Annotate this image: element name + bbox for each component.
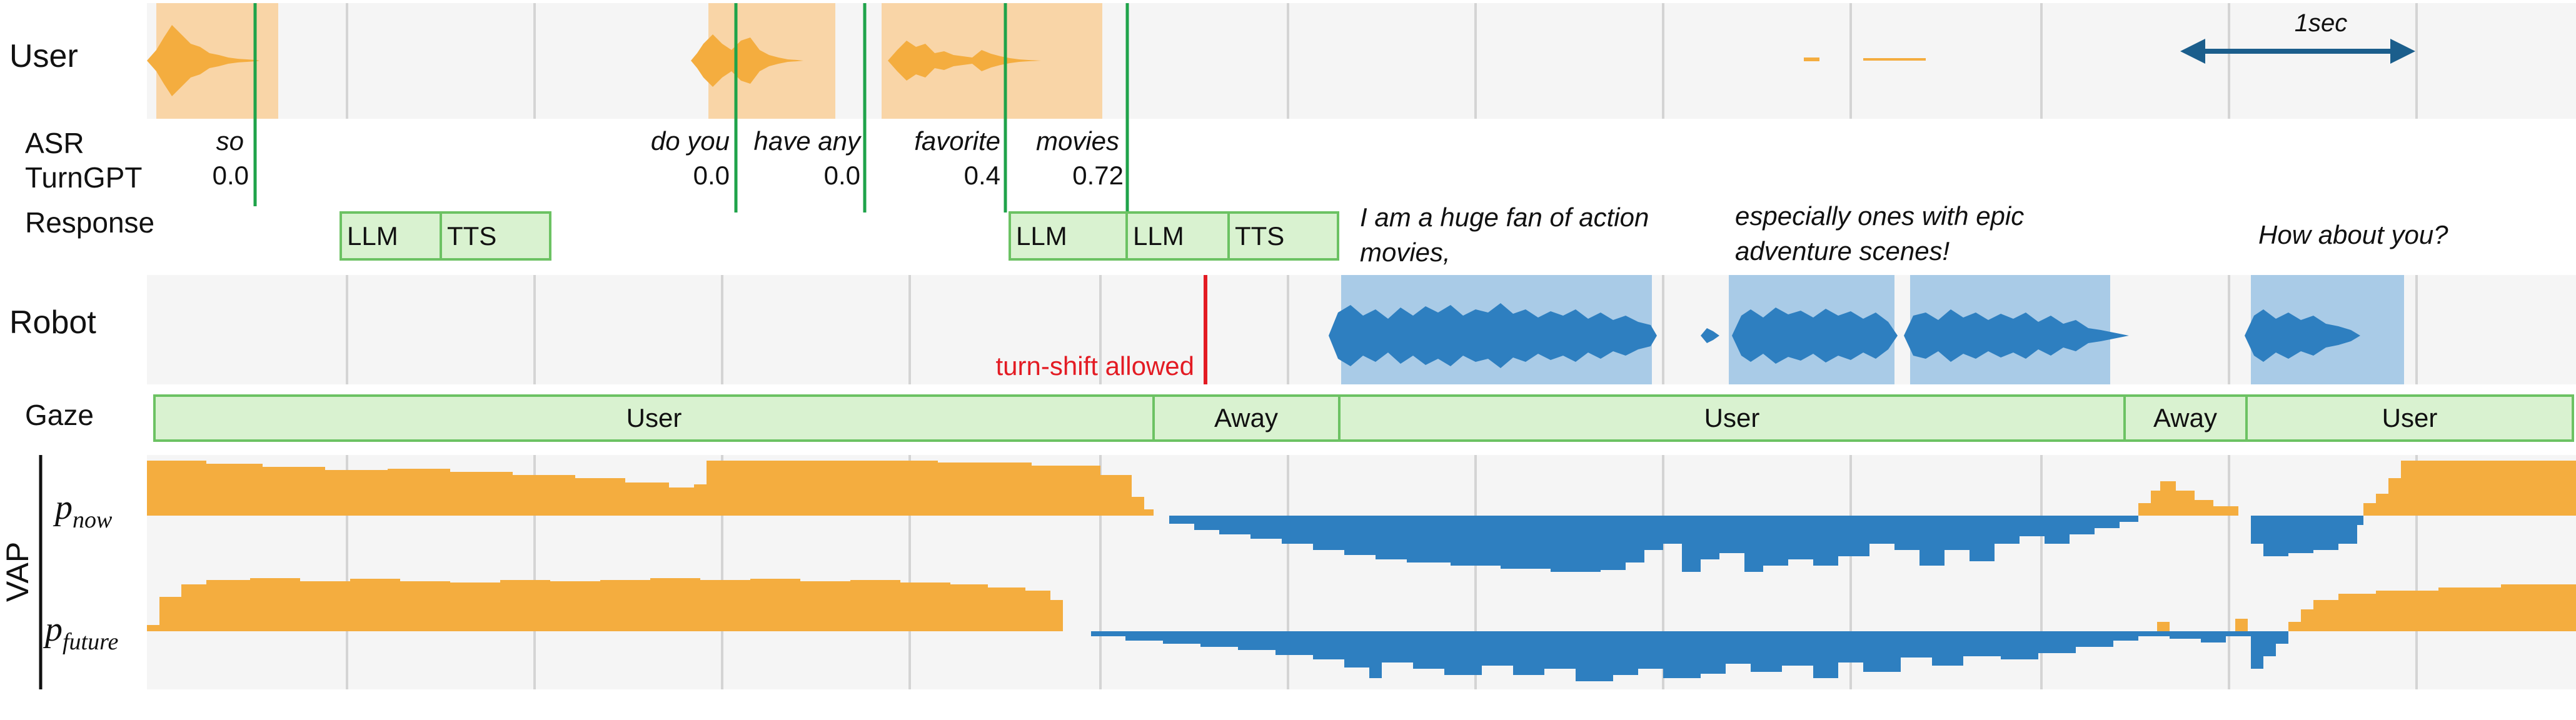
user-track-label: User <box>9 38 78 74</box>
response-label: Response <box>25 206 154 239</box>
vap-label: VAP <box>0 542 35 602</box>
p-now-label: pnow <box>53 488 113 533</box>
gaze-segment: User <box>1338 394 2126 442</box>
svg-text:LLM: LLM <box>1016 221 1067 251</box>
robot-utterance-line: movies, <box>1360 238 1451 267</box>
svg-text:LLM: LLM <box>347 221 398 251</box>
asr-word: movies <box>1036 126 1119 156</box>
tts-box: TTS <box>1227 211 1339 261</box>
turngpt-score: 0.0 <box>213 161 249 190</box>
llm-box: LLM <box>1125 211 1230 261</box>
asr-word: so <box>216 126 244 156</box>
svg-text:User: User <box>626 403 682 432</box>
p-now-user-area <box>147 461 2576 516</box>
asr-word: do you <box>651 126 730 156</box>
speech-boundary-lines <box>253 3 1129 212</box>
robot-utterance-line: I am a huge fan of action <box>1360 202 1649 232</box>
p-now-robot-area <box>1154 516 2363 572</box>
robot-utterance-line: especially ones with epic <box>1735 201 2024 231</box>
response-boxes: LLM TTS LLM LLM TTS <box>340 211 1339 261</box>
p-future-label: pfuture <box>43 610 118 655</box>
scale-label: 1sec <box>2295 9 2348 37</box>
asr-words: so do you have any favorite movies <box>216 126 1119 156</box>
turngpt-score: 0.0 <box>824 161 860 190</box>
gaze-segment: User <box>2245 394 2574 442</box>
robot-utterance-line: adventure scenes! <box>1735 236 1950 266</box>
gaze-segment: Away <box>2123 394 2248 442</box>
turngpt-label: TurnGPT <box>25 161 142 194</box>
one-second-scale: 1sec <box>2180 9 2415 64</box>
llm-box: LLM <box>1009 211 1128 261</box>
asr-word: favorite <box>914 126 1000 156</box>
svg-text:TTS: TTS <box>447 221 496 251</box>
tts-box: TTS <box>440 211 551 261</box>
turngpt-scores: 0.0 0.0 0.0 0.4 0.72 <box>213 161 1124 190</box>
p-future-robot-area <box>1091 631 2288 681</box>
user-track: 1sec <box>147 3 2576 212</box>
robot-track-label: Robot <box>9 304 96 341</box>
gaze-track: User Away User Away User <box>153 394 2574 442</box>
p-future-user-area <box>147 578 2576 631</box>
turngpt-score: 0.4 <box>964 161 1000 190</box>
turngpt-score: 0.0 <box>693 161 730 190</box>
asr-word: have any <box>754 126 862 156</box>
svg-text:User: User <box>1704 403 1760 432</box>
turn-shift-label: turn-shift allowed <box>996 351 1194 381</box>
gaze-segment: Away <box>1152 394 1341 442</box>
robot-track: turn-shift allowed <box>147 275 2576 384</box>
llm-box: LLM <box>340 211 442 261</box>
user-waveforms <box>147 25 1926 96</box>
robot-utterances: I am a huge fan of action movies, especi… <box>1360 201 2448 267</box>
svg-text:Away: Away <box>2153 403 2217 432</box>
gaze-segment: User <box>153 394 1155 442</box>
svg-text:User: User <box>2382 403 2438 432</box>
robot-waveforms <box>1329 303 2360 368</box>
svg-text:Away: Away <box>1214 403 1278 432</box>
gaze-label: Gaze <box>25 399 94 431</box>
svg-text:TTS: TTS <box>1235 221 1284 251</box>
svg-text:LLM: LLM <box>1133 221 1184 251</box>
robot-utterance-line: How about you? <box>2258 220 2448 249</box>
vap-panel: VAP pnow pfuture <box>0 455 2576 689</box>
turngpt-score: 0.72 <box>1072 161 1124 190</box>
asr-label: ASR <box>25 127 84 159</box>
